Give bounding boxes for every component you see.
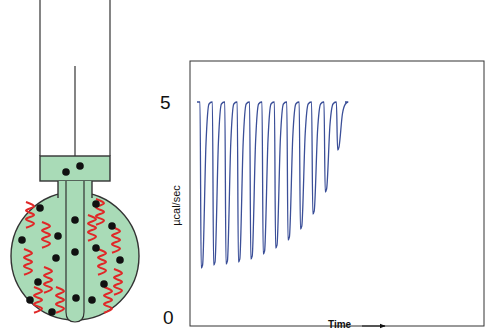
ligand-dot bbox=[92, 244, 100, 252]
protein-molecule bbox=[114, 269, 122, 295]
ligand-dot bbox=[52, 254, 60, 262]
syringe-wall bbox=[39, 0, 40, 156]
ligand-dot bbox=[48, 308, 56, 316]
protein-molecule bbox=[26, 202, 34, 228]
ligand-dot bbox=[71, 216, 79, 224]
protein-molecule bbox=[104, 287, 112, 313]
injection-needle bbox=[66, 181, 84, 322]
ligand-dot bbox=[26, 296, 34, 304]
ligand-dot bbox=[108, 222, 116, 230]
ligand-chamber bbox=[40, 156, 110, 181]
axis-tick-value: 0 bbox=[163, 308, 174, 327]
ligand-dot bbox=[72, 294, 80, 302]
axis-tick-value: 5 bbox=[160, 93, 171, 112]
ligand-dot bbox=[54, 232, 62, 240]
protein-molecule bbox=[24, 249, 32, 275]
ligand-dot bbox=[116, 256, 124, 264]
protein-molecule bbox=[44, 267, 52, 293]
ligand-dot bbox=[62, 168, 70, 176]
ligand-dot bbox=[76, 162, 84, 170]
protein-molecule bbox=[112, 227, 120, 253]
thermogram-trace bbox=[197, 102, 348, 268]
ligand-dot bbox=[34, 278, 42, 286]
protein-molecule bbox=[98, 249, 106, 275]
protein-molecule bbox=[88, 215, 96, 241]
plot-frame bbox=[190, 61, 484, 326]
protein-molecule bbox=[34, 287, 42, 313]
ligand-dot bbox=[71, 248, 79, 256]
axis-label: µcal/sec bbox=[170, 185, 181, 226]
time-arrow bbox=[362, 326, 385, 327]
ligand-dot bbox=[88, 296, 96, 304]
plunger-rod bbox=[74, 66, 75, 156]
ligand-dot bbox=[100, 280, 108, 288]
ligand-dot bbox=[36, 204, 44, 212]
protein-molecule bbox=[56, 287, 64, 313]
ligand-dot bbox=[18, 236, 26, 244]
protein-molecule bbox=[42, 222, 50, 248]
syringe-wall bbox=[109, 0, 110, 156]
axis-label: Time bbox=[328, 320, 351, 330]
ligand-dot bbox=[92, 200, 100, 208]
